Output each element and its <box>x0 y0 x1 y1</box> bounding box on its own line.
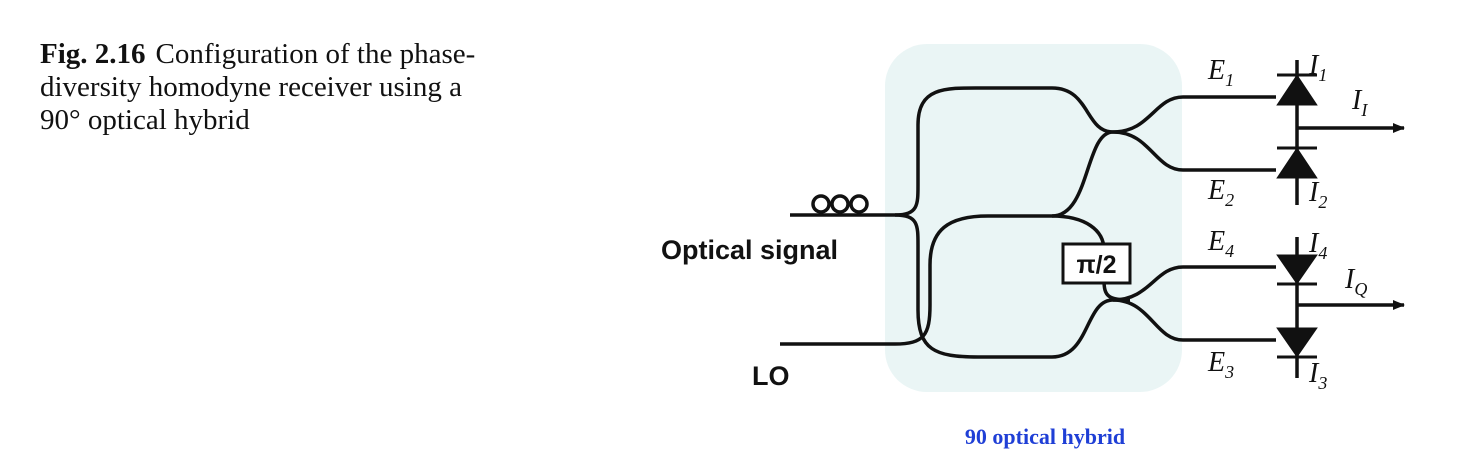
optical-signal-label: Optical signal <box>661 235 838 265</box>
hybrid-label: 90 optical hybrid <box>965 424 1125 449</box>
photodiode-2-icon <box>1276 146 1318 179</box>
field-e4-label: E4 <box>1207 226 1234 261</box>
photodiode-1-icon <box>1276 73 1318 106</box>
field-e2-label: E2 <box>1207 175 1234 210</box>
field-e1-label: E1 <box>1207 55 1234 90</box>
current-i2-label: I2 <box>1308 177 1327 212</box>
coupler-upper-e1 <box>1112 95 1276 134</box>
signal-splitter-lower <box>894 213 1114 359</box>
coupler-lower-e3 <box>1112 298 1276 342</box>
caption-text: Configuration of the phase-diversity hom… <box>40 38 476 136</box>
figure-number: Fig. 2.16 <box>40 38 146 70</box>
current-i3-label: I3 <box>1308 358 1327 393</box>
field-e3-label: E3 <box>1207 347 1234 382</box>
coupler-lower-e4 <box>1112 265 1276 302</box>
signal-splitter-upper <box>894 86 1114 217</box>
phase-shifter-box <box>1061 242 1132 285</box>
fiber-coil-icon <box>811 194 869 214</box>
current-ii-label: II <box>1351 85 1368 120</box>
current-i1-label: I1 <box>1308 50 1327 85</box>
current-iq-label: IQ <box>1344 264 1367 299</box>
lo-splitter-upper <box>894 130 1114 346</box>
photodiode-3-icon <box>1276 327 1318 359</box>
current-i4-label: I4 <box>1308 228 1327 263</box>
photodiode-4-icon <box>1276 254 1318 286</box>
phase-shifter-label: π/2 <box>1077 251 1117 279</box>
lo-label: LO <box>752 361 790 391</box>
coupler-upper-e2 <box>1112 130 1276 172</box>
